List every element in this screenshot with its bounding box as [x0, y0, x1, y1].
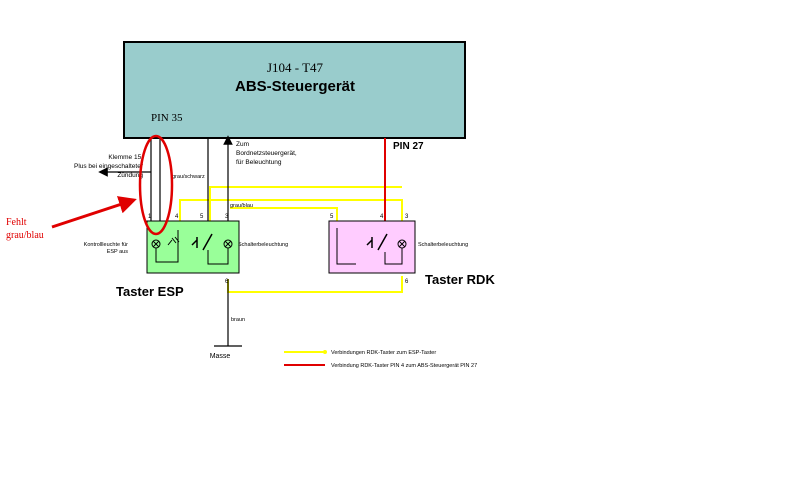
black-wires [98, 135, 242, 347]
rdk-pin-3: 3 [405, 214, 409, 220]
esp-light-cross [224, 240, 232, 248]
missing-wire-label-2: grau/blau [6, 230, 44, 241]
esp-lamp-label-2: ESP aus [107, 249, 129, 255]
missing-wire-marker [138, 134, 174, 236]
ecu-title: ABS-Steuergerät [235, 78, 355, 95]
legend: Verbindungen RDK-Taster zum ESP-Taster V… [284, 350, 477, 369]
esp-internal-lines [155, 230, 229, 265]
rdk-pin-5: 5 [330, 214, 334, 220]
yellow-wires [179, 186, 403, 293]
esp-switch-name: Taster ESP [116, 284, 184, 299]
rdk-light-label: Schalterbeleuchtung [418, 242, 468, 248]
terminal15-label-1: Klemme 15, [108, 154, 143, 161]
legend-red-text: Verbindung RDK-Taster PIN 4 zum ABS-Steu… [331, 363, 477, 369]
missing-wire-label-1: Fehlt [6, 217, 27, 228]
esp-light-label: Schalterbeleuchtung [238, 242, 288, 248]
to-network-label-3: für Beleuchtung [236, 159, 282, 166]
ground-label: Masse [210, 353, 231, 360]
rdk-switch-name: Taster RDK [425, 272, 495, 287]
wire-grauschwarz-label: grau/schwarz [172, 174, 205, 180]
esp-pin-5: 5 [200, 214, 204, 220]
rdk-pin-6: 6 [405, 279, 409, 285]
pin35-label: PIN 35 [151, 112, 183, 124]
rdk-switch-contact-icon [366, 233, 388, 251]
esp-pin-3: 3 [225, 214, 229, 220]
to-network-label-1: Zum [236, 141, 249, 148]
terminal15-label-3: Zündung [117, 172, 143, 179]
esp-pin-6: 6 [225, 279, 229, 285]
legend-yellow-text: Verbindungen RDK-Taster zum ESP-Taster [331, 350, 436, 356]
pin27-label: PIN 27 [393, 141, 424, 152]
terminal15-label-2: Plus bei eingeschalteter [74, 163, 144, 170]
ecu-box [123, 41, 466, 139]
esp-switch-contact-icon [191, 233, 213, 251]
to-network-label-2: Bordnetzsteuergerät, [236, 150, 297, 157]
wire-graublau-label: grau/blau [230, 203, 253, 209]
legend-yellow-dot [323, 350, 327, 354]
esp-lamp-label-1: Kontrollleuchte für [84, 242, 128, 248]
missing-wire-arrow [51, 196, 137, 229]
esp-pin-4: 4 [175, 214, 179, 220]
rdk-switch: 5 4 3 6 [328, 214, 416, 285]
rdk-light-cross [398, 240, 406, 248]
esp-pin-1: 1 [148, 214, 152, 220]
rdk-pin-4: 4 [380, 214, 384, 220]
rdk-internal-lines [336, 228, 403, 265]
wire-braun-label: braun [231, 317, 245, 323]
esp-lamp-cross [152, 240, 160, 248]
ecu-id: J104 - T47 [267, 60, 324, 75]
esp-switch: 1 4 5 3 6 [146, 214, 240, 285]
